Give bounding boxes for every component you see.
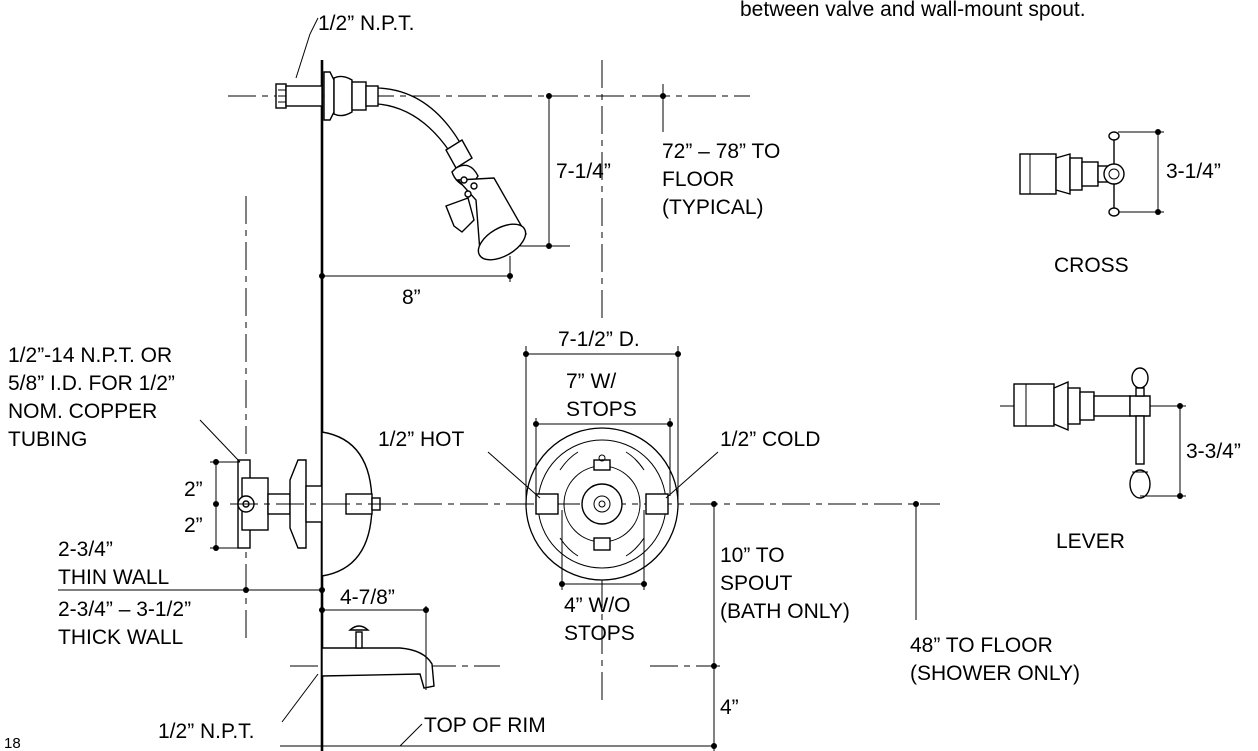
label-thick-1: 2-3/4” – 3-1/2” [58,598,191,621]
label-thin-2: THIN WALL [58,566,169,589]
label-spout-1: 10” TO [720,544,785,567]
page-number: 18 [4,735,21,751]
label-wo-stops-1: 4” W/O [564,594,631,617]
label-stops-2: STOPS [566,398,637,421]
label-2-lower: 2” [184,514,203,537]
label-supply-3: NOM. COPPER [8,400,157,423]
label-supply-1: 1/2”-14 N.P.T. OR [8,344,172,367]
tub-spout [290,606,500,690]
label-supply-2: 5/8” I.D. FOR 1/2” [8,372,175,395]
label-npt-top: 1/2” N.P.T. [318,12,415,35]
label-hot: 1/2” HOT [378,428,465,451]
label-top-of-rim: TOP OF RIM [424,714,546,737]
label-stops-1: 7” W/ [566,370,616,393]
header-note: between valve and wall-mount spout. [740,0,1086,21]
label-thin-1: 2-3/4” [58,538,113,561]
lever-handle-drawing [1000,367,1180,499]
label-cold: 1/2” COLD [720,428,820,451]
label-floor-2: FLOOR [662,168,734,191]
label-shower-2: (SHOWER ONLY) [910,662,1080,685]
valve-front-view [525,427,679,581]
label-wo-stops-2: STOPS [564,622,635,645]
label-floor-1: 72” – 78” TO [662,140,780,163]
label-supply-4: TUBING [8,428,87,451]
cross-handle-drawing [1019,131,1125,217]
label-lever-name: LEVER [1056,530,1125,553]
label-4: 4” [720,696,739,719]
label-7-1-2-d: 7-1/2” D. [558,328,640,351]
label-4-7-8: 4-7/8” [340,586,395,609]
label-spout-3: (BATH ONLY) [720,600,850,623]
label-floor-3: (TYPICAL) [662,196,764,219]
label-thick-2: THICK WALL [58,626,183,649]
label-cross-dim: 3-1/4” [1166,160,1221,183]
label-npt-bottom: 1/2” N.P.T. [158,720,255,743]
label-shower-1: 48” TO FLOOR [910,634,1053,657]
label-cross-name: CROSS [1054,254,1129,277]
label-8: 8” [402,286,421,309]
label-7-1-4: 7-1/4” [556,160,611,183]
label-2-upper: 2” [184,478,203,501]
label-spout-2: SPOUT [720,572,793,595]
label-lever-dim: 3-3/4” [1186,440,1241,463]
